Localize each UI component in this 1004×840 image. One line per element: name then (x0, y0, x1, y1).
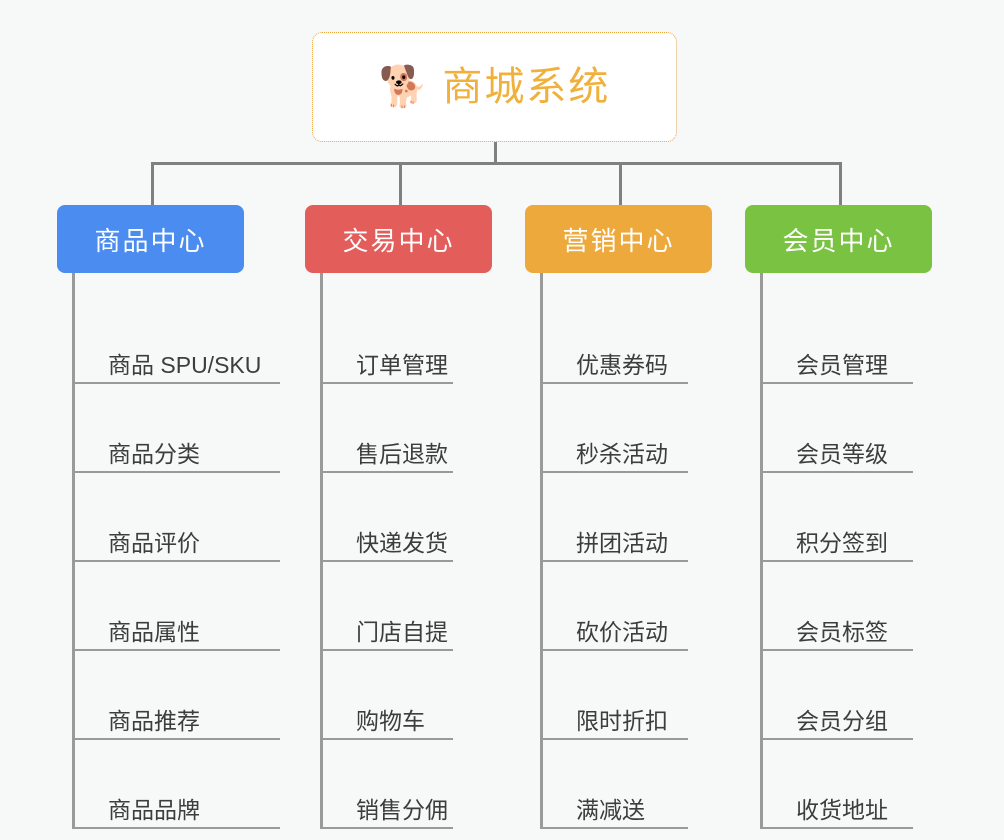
leaf-item-label: 快递发货 (356, 529, 448, 556)
leaf-item[interactable]: 优惠券码 (543, 295, 712, 384)
leaf-item-underline (323, 560, 453, 562)
leaf-item-underline (763, 382, 913, 384)
leaf-item-label: 拼团活动 (576, 529, 668, 556)
leaf-item-underline (75, 471, 280, 473)
leaf-item[interactable]: 会员分组 (763, 651, 932, 740)
leaf-item-label: 砍价活动 (576, 618, 668, 645)
category-column-member-center: 会员中心会员管理会员等级积分签到会员标签会员分组收货地址 (745, 205, 932, 829)
leaf-item[interactable]: 订单管理 (323, 295, 492, 384)
leaf-item-label: 积分签到 (796, 529, 888, 556)
leaf-item-label: 收货地址 (796, 796, 888, 823)
connector-vertical (494, 142, 497, 165)
category-header-marketing-center[interactable]: 营销中心 (525, 205, 712, 273)
leaf-item[interactable]: 积分签到 (763, 473, 932, 562)
leaf-item[interactable]: 商品 SPU/SKU (75, 295, 280, 384)
leaf-item[interactable]: 收货地址 (763, 740, 932, 829)
leaf-item-label: 购物车 (356, 707, 425, 734)
leaf-item-underline (323, 649, 453, 651)
category-header-label: 商品中心 (94, 225, 207, 256)
leaf-item-label: 会员管理 (796, 351, 888, 378)
leaf-list-marketing-center: 优惠券码秒杀活动拼团活动砍价活动限时折扣满减送 (540, 273, 712, 829)
category-column-trade-center: 交易中心订单管理售后退款快递发货门店自提购物车销售分佣 (305, 205, 492, 829)
leaf-list-trade-center: 订单管理售后退款快递发货门店自提购物车销售分佣 (320, 273, 492, 829)
leaf-item[interactable]: 会员等级 (763, 384, 932, 473)
leaf-item-label: 商品属性 (108, 618, 200, 645)
root-node-shop-system[interactable]: 🐕 商城系统 (312, 32, 677, 142)
leaf-item-label: 限时折扣 (576, 707, 668, 734)
leaf-item[interactable]: 商品分类 (75, 384, 280, 473)
leaf-item-label: 商品推荐 (108, 707, 200, 734)
leaf-item[interactable]: 商品品牌 (75, 740, 280, 829)
leaf-item-underline (543, 827, 688, 829)
leaf-item-underline (323, 382, 453, 384)
leaf-item[interactable]: 商品推荐 (75, 651, 280, 740)
leaf-item-underline (763, 649, 913, 651)
leaf-item-underline (763, 827, 913, 829)
leaf-item[interactable]: 售后退款 (323, 384, 492, 473)
category-header-trade-center[interactable]: 交易中心 (305, 205, 492, 273)
leaf-item-label: 销售分佣 (356, 796, 448, 823)
shiba-dog-face-icon: 🐕 (378, 65, 429, 109)
leaf-item[interactable]: 门店自提 (323, 562, 492, 651)
leaf-item-underline (763, 471, 913, 473)
connector-horizontal (150, 162, 839, 165)
leaf-item-label: 订单管理 (356, 351, 448, 378)
leaf-item-underline (75, 560, 280, 562)
leaf-item-underline (763, 738, 913, 740)
leaf-item-underline (763, 560, 913, 562)
leaf-item[interactable]: 会员管理 (763, 295, 932, 384)
connector-vertical (398, 162, 402, 205)
leaf-item[interactable]: 商品评价 (75, 473, 280, 562)
connector-vertical (618, 162, 622, 205)
leaf-item-label: 优惠券码 (576, 351, 668, 378)
leaf-item[interactable]: 快递发货 (323, 473, 492, 562)
leaf-item-label: 商品品牌 (108, 796, 200, 823)
leaf-item-underline (543, 738, 688, 740)
category-header-member-center[interactable]: 会员中心 (745, 205, 932, 273)
leaf-item-label: 秒杀活动 (576, 440, 668, 467)
leaf-item-label: 会员标签 (796, 618, 888, 645)
category-header-product-center[interactable]: 商品中心 (57, 205, 244, 273)
leaf-item[interactable]: 购物车 (323, 651, 492, 740)
leaf-item-label: 售后退款 (356, 440, 448, 467)
leaf-item[interactable]: 限时折扣 (543, 651, 712, 740)
leaf-item-underline (75, 827, 280, 829)
leaf-item-underline (543, 471, 688, 473)
leaf-item-label: 商品 SPU/SKU (108, 351, 262, 378)
leaf-item[interactable]: 商品属性 (75, 562, 280, 651)
leaf-item-underline (323, 471, 453, 473)
leaf-item-underline (543, 560, 688, 562)
leaf-item-underline (75, 649, 280, 651)
leaf-item-underline (543, 382, 688, 384)
leaf-item-label: 门店自提 (356, 618, 448, 645)
category-header-label: 会员中心 (782, 225, 895, 256)
leaf-item[interactable]: 秒杀活动 (543, 384, 712, 473)
leaf-list-product-center: 商品 SPU/SKU 商品分类商品评价商品属性商品推荐商品品牌 (72, 273, 280, 829)
leaf-item-label: 会员等级 (796, 440, 888, 467)
leaf-item[interactable]: 满减送 (543, 740, 712, 829)
leaf-item-underline (75, 738, 280, 740)
leaf-list-member-center: 会员管理会员等级积分签到会员标签会员分组收货地址 (760, 273, 932, 829)
leaf-item-underline (323, 738, 453, 740)
leaf-item-label: 商品分类 (108, 440, 200, 467)
leaf-item-underline (75, 382, 280, 384)
category-column-product-center: 商品中心商品 SPU/SKU 商品分类商品评价商品属性商品推荐商品品牌 (57, 205, 280, 829)
leaf-item-label: 会员分组 (796, 707, 888, 734)
leaf-item-label: 满减送 (576, 796, 645, 823)
category-header-label: 交易中心 (342, 225, 455, 256)
connector-vertical (150, 162, 154, 205)
leaf-item-underline (543, 649, 688, 651)
category-column-marketing-center: 营销中心优惠券码秒杀活动拼团活动砍价活动限时折扣满减送 (525, 205, 712, 829)
leaf-item[interactable]: 会员标签 (763, 562, 932, 651)
leaf-item[interactable]: 销售分佣 (323, 740, 492, 829)
leaf-item[interactable]: 拼团活动 (543, 473, 712, 562)
connector-vertical (838, 162, 842, 205)
leaf-item-underline (323, 827, 453, 829)
leaf-item[interactable]: 砍价活动 (543, 562, 712, 651)
leaf-item-label: 商品评价 (108, 529, 200, 556)
category-header-label: 营销中心 (562, 225, 675, 256)
root-node-label: 商城系统 (442, 65, 611, 109)
